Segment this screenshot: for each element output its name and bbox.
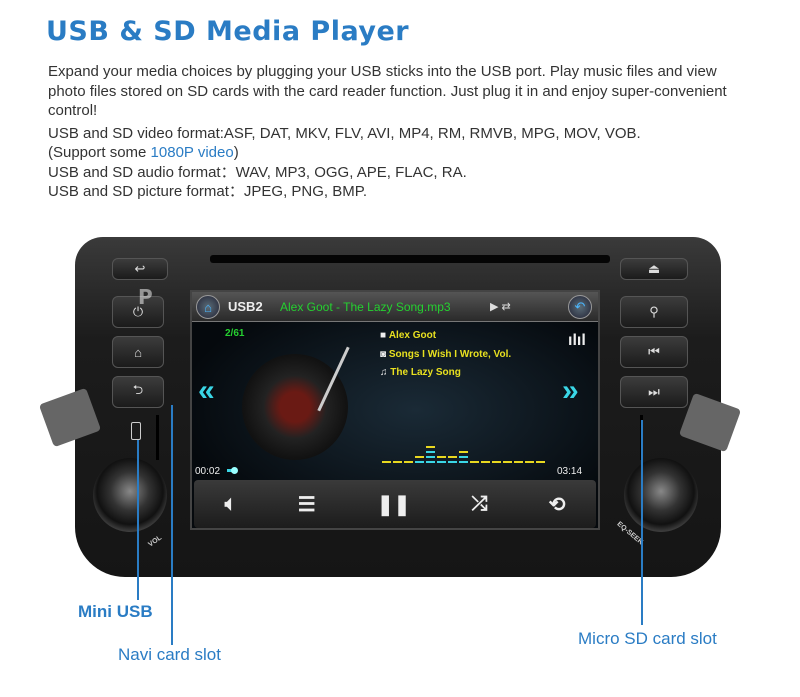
track-count: 2/61 [225, 328, 245, 339]
volume-knob[interactable] [93, 458, 167, 532]
spectrum-visualizer [382, 442, 552, 467]
location-pin-icon: ⚲ [649, 304, 659, 319]
power-icon: ⏻ [132, 304, 144, 319]
watermark-logo: P [138, 285, 153, 309]
support-prefix: (Support some [48, 144, 151, 161]
return-icon: ⮌ [132, 382, 144, 397]
song-row: ♫ The Lazy Song [380, 362, 461, 380]
back-button[interactable]: ↩ [112, 258, 168, 280]
now-playing: Alex Goot - The Lazy Song.mp3 [280, 300, 451, 314]
back-icon: ↩ [134, 261, 146, 276]
disc-slot [210, 255, 610, 263]
volume-icon[interactable]: 🔈︎ [224, 492, 237, 515]
description: Expand your media choices by plugging yo… [48, 62, 748, 202]
home-icon: ⌂ [134, 344, 142, 360]
source-label: USB2 [228, 299, 263, 314]
playback-controls: 🔈︎ ☰ ❚❚ ⤮ ⟲ [194, 480, 596, 528]
home-icon: ⌂ [204, 299, 212, 315]
skip-back-icon: ⏮ [648, 344, 660, 359]
elapsed-time: 00:02 [195, 466, 221, 477]
eject-button[interactable]: ⏏ [620, 258, 688, 280]
intro-text: Expand your media choices by plugging yo… [48, 63, 727, 119]
support-note: (Support some 1080P video) [48, 143, 748, 163]
navigation-button[interactable]: ⚲ [620, 296, 688, 328]
back-screen-button[interactable]: ↶ [568, 295, 592, 319]
artist: Alex Goot [388, 330, 437, 341]
next-chevron-icon[interactable]: » [562, 374, 579, 407]
album-art-disc [242, 354, 348, 460]
home-screen-button[interactable]: ⌂ [196, 295, 220, 319]
mini-usb-port[interactable] [131, 422, 141, 440]
screen-top-bar: ⌂ USB2 Alex Goot - The Lazy Song.mp3 ▶ ⇄… [192, 292, 598, 322]
return-icon: ↶ [574, 299, 586, 314]
home-button[interactable]: ⌂ [112, 336, 164, 368]
duration: 03:14 [557, 466, 583, 477]
power-button[interactable]: ⏻ [112, 296, 164, 328]
song: The Lazy Song [390, 367, 461, 378]
play-state-icon: ▶ ⇄ [490, 301, 511, 313]
previous-button[interactable]: ⏮ [620, 336, 688, 368]
micro-sd-pointer [641, 420, 643, 625]
eject-icon: ⏏ [647, 261, 661, 276]
progress-bar[interactable] [227, 467, 557, 474]
video-formats: USB and SD video format:ASF, DAT, MKV, F… [48, 124, 641, 142]
page-title: USB & SD Media Player [46, 16, 410, 47]
repeat-icon[interactable]: ⟲ [548, 493, 566, 516]
micro-sd-label: Micro SD card slot [578, 629, 717, 648]
return-button[interactable]: ⮌ [112, 376, 164, 408]
mini-usb-pointer [137, 440, 139, 600]
album-row: ◙ Songs I Wish I Wrote, Vol. [380, 344, 511, 362]
media-screen: ⌂ USB2 Alex Goot - The Lazy Song.mp3 ▶ ⇄… [190, 290, 600, 530]
mini-usb-label: Mini USB [78, 602, 153, 621]
artist-icon: ■ [380, 330, 389, 341]
equalizer-icon[interactable]: ılıl [568, 332, 586, 349]
playlist-icon[interactable]: ☰ [297, 493, 316, 516]
1080p-link[interactable]: 1080P video [150, 144, 234, 161]
previous-chevron-icon[interactable]: « [198, 374, 215, 407]
navi-slot-label: Navi card slot [118, 645, 221, 664]
pause-icon[interactable]: ❚❚ [376, 493, 411, 516]
shuffle-icon[interactable]: ⤮ [471, 492, 488, 515]
navi-card-slot[interactable] [156, 415, 159, 460]
eq-seek-knob[interactable] [624, 458, 698, 532]
picture-formats: USB and SD picture format：JPEG, PNG, BMP… [48, 183, 367, 200]
album: Songs I Wish I Wrote, Vol. [388, 349, 512, 360]
audio-formats: USB and SD audio format：WAV, MP3, OGG, A… [48, 163, 467, 181]
progress-handle[interactable] [231, 467, 238, 474]
skip-forward-icon: ⏭ [648, 384, 660, 399]
navi-slot-pointer [171, 405, 173, 645]
next-button[interactable]: ⏭ [620, 376, 688, 408]
album-icon: ◙ [380, 349, 389, 360]
artist-row: ■ Alex Goot [380, 325, 436, 343]
support-suffix: ) [233, 144, 239, 161]
song-icon: ♫ [380, 367, 391, 378]
